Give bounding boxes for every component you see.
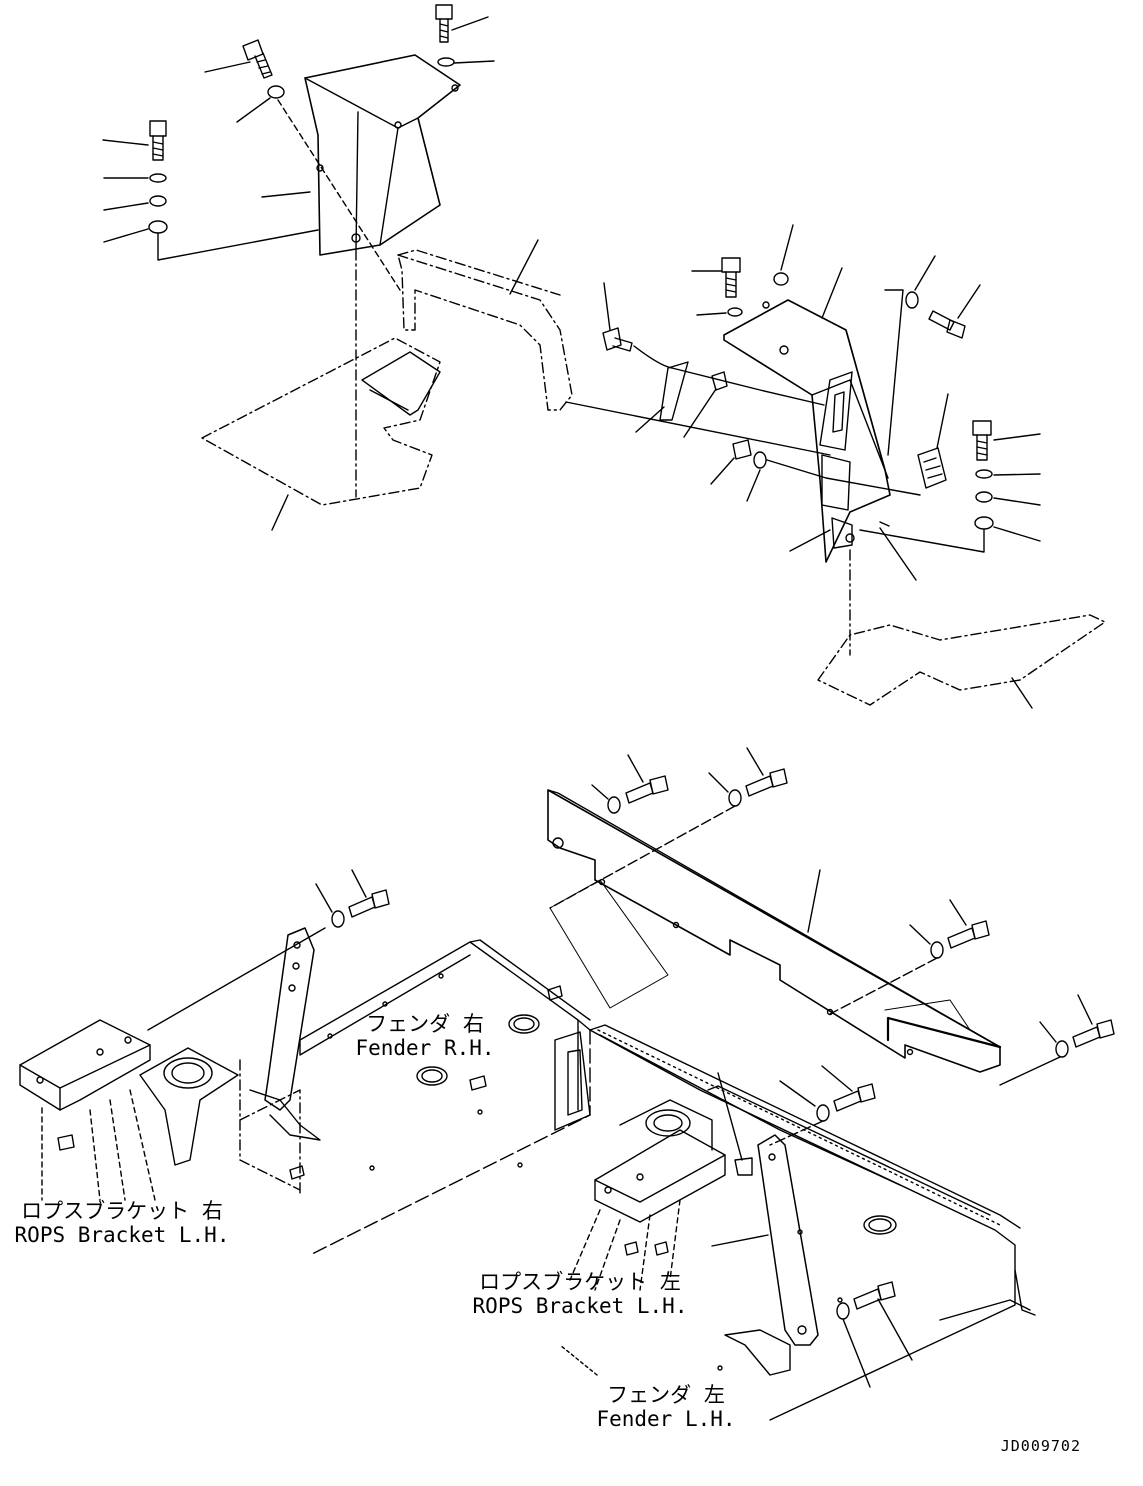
rops-bracket-left-part	[570, 1100, 725, 1290]
nut-icon	[149, 221, 167, 233]
washer-icon	[906, 292, 918, 308]
rops-bracket-left-label-jp: ロプスブラケット 左	[479, 1270, 681, 1294]
bolt-icon	[436, 5, 452, 42]
rops-arm-right	[250, 928, 590, 1140]
upper-left-cover-assembly	[103, 5, 494, 497]
nut-icon	[733, 440, 751, 459]
main-frame	[240, 940, 1020, 1420]
bolt-icon	[973, 421, 991, 460]
bolt-icon	[603, 328, 632, 351]
drawing-id: JD009702	[1000, 1437, 1081, 1455]
fender-bolts	[550, 748, 1114, 1085]
bolt-icon	[722, 258, 740, 297]
floor-plate-left	[202, 338, 440, 505]
washer-icon	[976, 470, 992, 478]
bolt-icon	[243, 40, 272, 78]
washer-icon	[438, 58, 454, 66]
fender-rh-label-en: Fender R.H.	[355, 1036, 495, 1060]
upper-right-cover-assembly	[566, 225, 1040, 655]
fender-lh-label-jp: フェンダ 左	[607, 1383, 725, 1407]
rops-bracket-right-label-jp: ロプスブラケット 右	[21, 1199, 223, 1223]
rops-bracket-right-label-en: ROPS Bracket L.H.	[14, 1223, 230, 1247]
bolt-icon	[929, 311, 965, 338]
fender-rh-label-jp: フェンダ 右	[366, 1012, 484, 1036]
rops-arm-left	[712, 1073, 818, 1375]
frame-bracket	[398, 250, 572, 410]
washer-icon	[976, 492, 992, 502]
washer-icon	[728, 308, 742, 316]
washer-icon	[774, 273, 788, 285]
long-fender-plate	[548, 790, 1000, 1072]
nut-icon	[975, 517, 993, 529]
bolt-icon	[150, 121, 166, 160]
washer-icon	[150, 196, 166, 206]
washer-icon	[150, 174, 166, 182]
washer-icon	[268, 86, 284, 98]
rops-bracket-left-label-en: ROPS Bracket L.H.	[472, 1294, 688, 1318]
rops-bracket-right-part	[20, 1020, 238, 1200]
fender-lh-label-en: Fender L.H.	[596, 1407, 736, 1431]
floor-plate-right	[818, 615, 1105, 705]
washer-icon	[754, 452, 766, 468]
